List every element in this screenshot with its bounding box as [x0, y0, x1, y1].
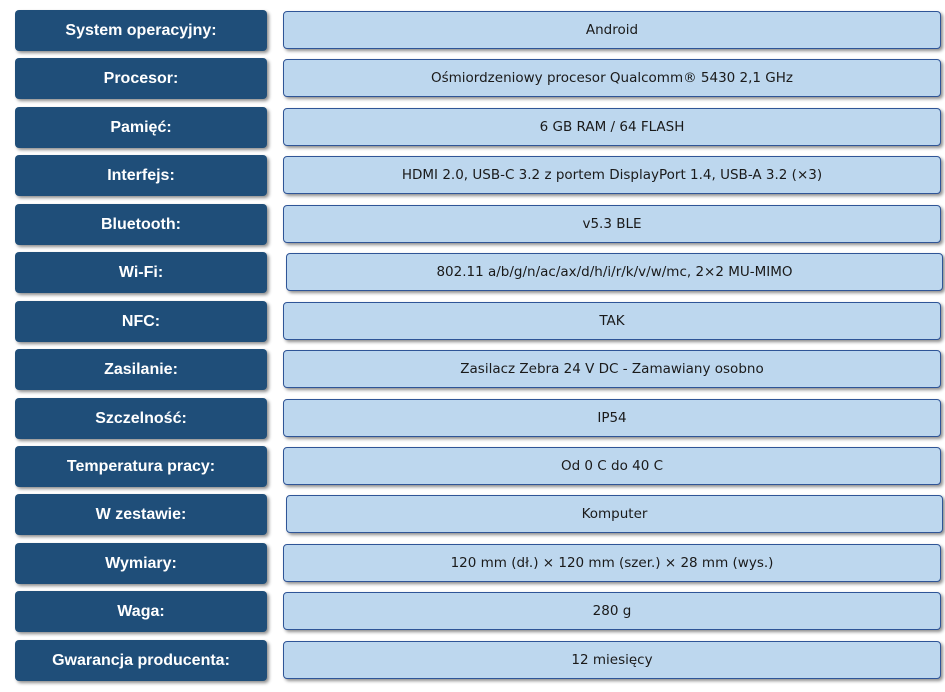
spec-row-bluetooth: Bluetooth: v5.3 BLE: [0, 204, 945, 245]
spec-label: Temperatura pracy:: [15, 446, 267, 487]
spec-label: Pamięć:: [15, 107, 267, 148]
spec-label: System operacyjny:: [15, 10, 267, 51]
spec-row-sealing: Szczelność: IP54: [0, 398, 945, 439]
spec-value: Zasilacz Zebra 24 V DC - Zamawiany osobn…: [283, 350, 941, 388]
spec-value: Android: [283, 11, 941, 49]
spec-row-interface: Interfejs: HDMI 2.0, USB-C 3.2 z portem …: [0, 155, 945, 196]
spec-row-dimensions: Wymiary: 120 mm (dł.) × 120 mm (szer.) ×…: [0, 543, 945, 584]
spec-label: W zestawie:: [15, 494, 267, 535]
spec-label: Wymiary:: [15, 543, 267, 584]
spec-label: Szczelność:: [15, 398, 267, 439]
spec-value: Komputer: [286, 495, 943, 533]
spec-label: Procesor:: [15, 58, 267, 99]
spec-row-power: Zasilanie: Zasilacz Zebra 24 V DC - Zama…: [0, 349, 945, 390]
spec-label: NFC:: [15, 301, 267, 342]
spec-value: HDMI 2.0, USB-C 3.2 z portem DisplayPort…: [283, 156, 941, 194]
spec-value: 12 miesięcy: [283, 641, 941, 679]
spec-value: 280 g: [283, 592, 941, 630]
spec-value: 6 GB RAM / 64 FLASH: [283, 108, 941, 146]
spec-label: Waga:: [15, 591, 267, 632]
spec-row-processor: Procesor: Ośmiordzeniowy procesor Qualco…: [0, 58, 945, 99]
spec-value: TAK: [283, 302, 941, 340]
spec-label: Wi-Fi:: [15, 252, 267, 293]
spec-value: 120 mm (dł.) × 120 mm (szer.) × 28 mm (w…: [283, 544, 941, 582]
spec-row-warranty: Gwarancja producenta: 12 miesięcy: [0, 640, 945, 681]
spec-label: Zasilanie:: [15, 349, 267, 390]
spec-label: Gwarancja producenta:: [15, 640, 267, 681]
spec-label: Bluetooth:: [15, 204, 267, 245]
spec-label: Interfejs:: [15, 155, 267, 196]
spec-value: v5.3 BLE: [283, 205, 941, 243]
spec-row-wifi: Wi-Fi: 802.11 a/b/g/n/ac/ax/d/h/i/r/k/v/…: [0, 252, 945, 293]
spec-row-weight: Waga: 280 g: [0, 591, 945, 632]
spec-row-package: W zestawie: Komputer: [0, 494, 945, 535]
spec-row-nfc: NFC: TAK: [0, 301, 945, 342]
spec-row-system: System operacyjny: Android: [0, 10, 945, 51]
spec-value: IP54: [283, 399, 941, 437]
spec-row-temperature: Temperatura pracy: Od 0 C do 40 C: [0, 446, 945, 487]
spec-value: Od 0 C do 40 C: [283, 447, 941, 485]
spec-value: Ośmiordzeniowy procesor Qualcomm® 5430 2…: [283, 59, 941, 97]
spec-row-memory: Pamięć: 6 GB RAM / 64 FLASH: [0, 107, 945, 148]
spec-value: 802.11 a/b/g/n/ac/ax/d/h/i/r/k/v/w/mc, 2…: [286, 253, 943, 291]
